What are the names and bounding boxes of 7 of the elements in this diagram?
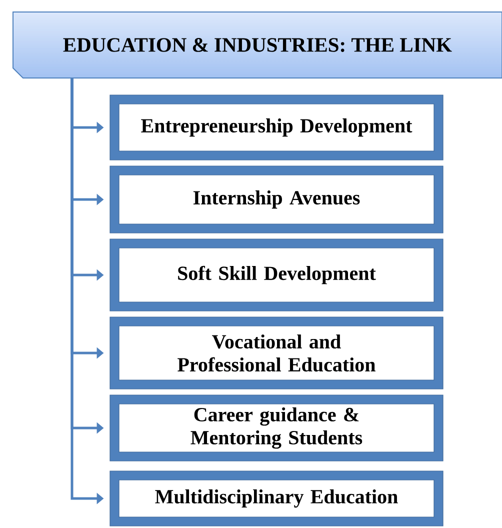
text-box: Multidisciplinary Education	[110, 470, 444, 526]
text-box: Entrepreneurship Development	[110, 94, 444, 160]
text-box: Vocational and Professional Education	[110, 316, 444, 390]
text-box: Soft Skill Development	[110, 238, 444, 312]
header-banner: EDUCATION & INDUSTRIES: THE LINK	[12, 12, 502, 78]
text-box: Career guidance & Mentoring Students	[110, 394, 444, 462]
text-box: Internship Avenues	[110, 166, 444, 234]
